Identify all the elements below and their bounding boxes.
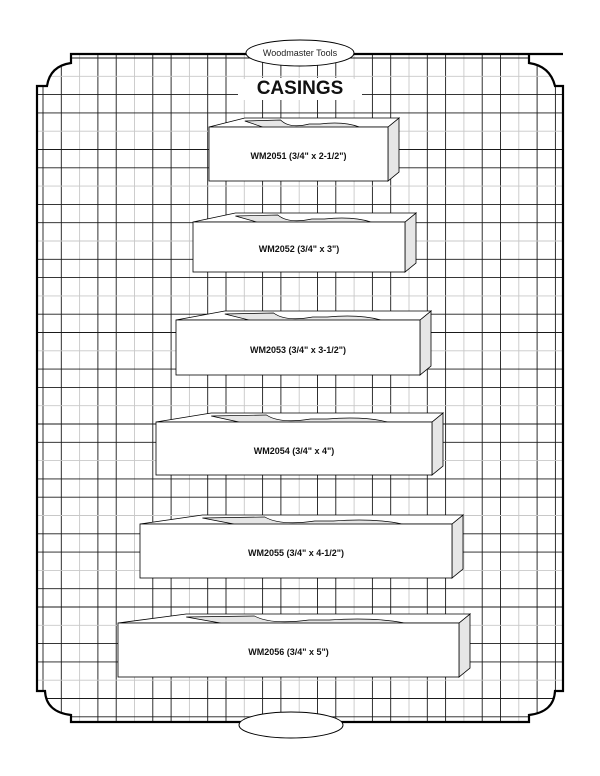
page-title: CASINGS [246, 78, 354, 100]
casing-drawing [192, 212, 418, 273]
casing-label: WM2052 (3/4" x 3") [258, 244, 340, 254]
brand-oval [245, 39, 355, 67]
casing-label: WM2053 (3/4" x 3-1/2") [249, 344, 347, 355]
casing-label: WM2054 (3/4" x 4") [253, 445, 335, 456]
casing-drawing [155, 412, 445, 476]
bottom-oval [238, 711, 344, 739]
casing-label: WM2051 (3/4" x 2-1/2") [250, 151, 347, 161]
casing-drawing [117, 613, 472, 678]
casing-label: WM2056 (3/4" x 5") [248, 647, 329, 657]
brand-name: Woodmaster Tools [262, 48, 338, 58]
casing-label: WM2055 (3/4" x 4-1/2") [247, 548, 345, 558]
casing-drawing [175, 310, 433, 376]
casing-drawing [208, 117, 401, 182]
casing-drawing [139, 514, 465, 579]
